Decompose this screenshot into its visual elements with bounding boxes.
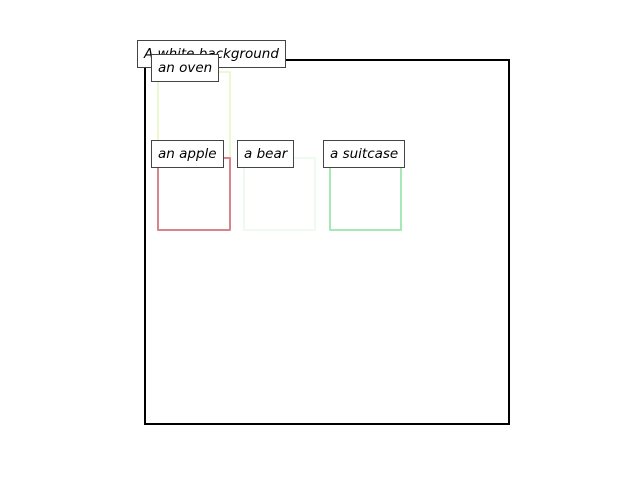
- bear-box: [243, 157, 316, 231]
- apple-box: [157, 157, 231, 231]
- bear-label: a bear: [237, 140, 295, 168]
- apple-label: an apple: [151, 140, 224, 168]
- suitcase-box: [329, 157, 402, 231]
- oven-label: an oven: [151, 54, 220, 82]
- suitcase-label: a suitcase: [323, 140, 406, 168]
- scene-canvas: [144, 59, 510, 425]
